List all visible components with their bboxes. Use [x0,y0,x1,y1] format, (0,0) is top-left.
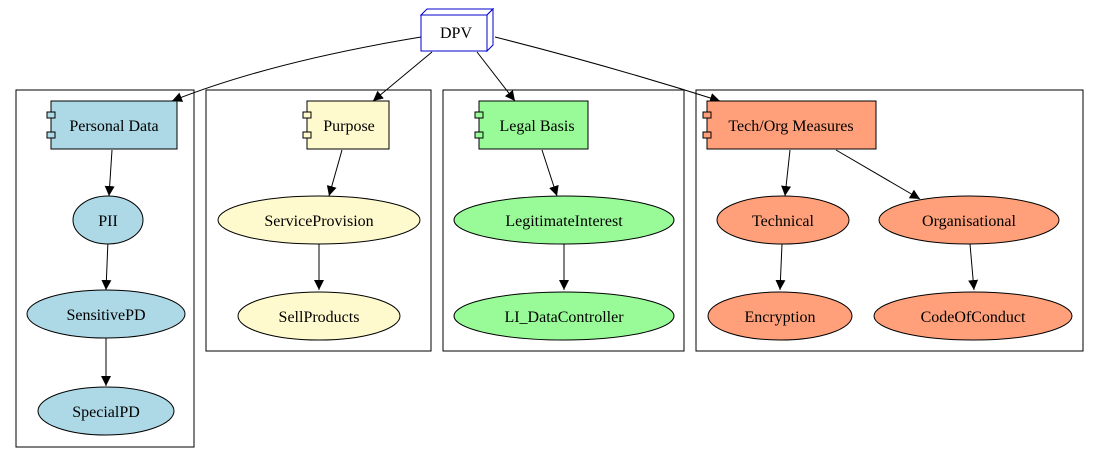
svg-text:Encryption: Encryption [744,309,815,326]
root-node-dpv: DPV [419,7,495,53]
svg-text:ServiceProvision: ServiceProvision [264,213,373,230]
node-legitimateinterest: LegitimateInterest [453,195,675,245]
edges [101,36,979,386]
node-personal-data: Personal Data [46,100,178,150]
svg-text:PII: PII [98,213,118,230]
node-codeofconduct: CodeOfConduct [873,291,1073,341]
svg-text:CodeOfConduct: CodeOfConduct [921,309,1026,326]
node-label: Legal Basis [499,118,574,135]
node-purpose: Purpose [302,100,390,150]
node-li-datacontroller: LI_DataController [453,291,675,341]
node-label: Personal Data [69,118,158,135]
edge-dpv-legal-basis [476,51,516,102]
node-sellproducts: SellProducts [237,291,401,341]
edge-organisational-codeofconduct [968,243,979,291]
node-tech-org-measures: Tech/Org Measures [702,100,877,150]
edge-pii-sensitivepd [101,239,112,291]
svg-text:SensitivePD: SensitivePD [66,307,145,324]
node-technical: Technical [716,195,850,245]
node-label: Tech/Org Measures [728,118,853,135]
cluster-legal-basis [442,89,685,352]
svg-text:Technical: Technical [752,213,815,230]
edge-technical-encryption [775,243,786,291]
node-pii: PII [72,195,144,245]
edge-dpv-tech-org [494,36,721,103]
svg-text:LegitimateInterest: LegitimateInterest [505,213,623,230]
edge-purpose-serviceprovision [326,149,343,197]
node-encryption: Encryption [707,291,853,341]
node-label: Purpose [323,118,375,135]
node-serviceprovision: ServiceProvision [217,195,421,245]
cluster-tech-org [695,89,1084,352]
edge-tech-org-organisational [835,149,921,200]
edge-dpv-purpose [372,51,433,102]
node-sensitivepd: SensitivePD [26,289,186,339]
edge-tech-org-technical [781,149,792,197]
svg-text:SellProducts: SellProducts [279,309,360,326]
svg-text:SpecialPD: SpecialPD [72,404,140,421]
edge-dpv-personal-data [171,36,422,102]
svg-text:Organisational: Organisational [922,213,1016,230]
svg-text:LI_DataController: LI_DataController [504,309,624,326]
cluster-purpose [205,89,432,352]
root-label: DPV [440,25,472,42]
edge-legal-basis-legitimateinterest [541,149,559,197]
node-organisational: Organisational [878,195,1060,245]
cluster-personal-data [15,89,195,448]
node-legal-basis: Legal Basis [474,100,589,150]
edge-personal-data-pii [104,149,115,197]
node-specialpd: SpecialPD [37,386,175,436]
